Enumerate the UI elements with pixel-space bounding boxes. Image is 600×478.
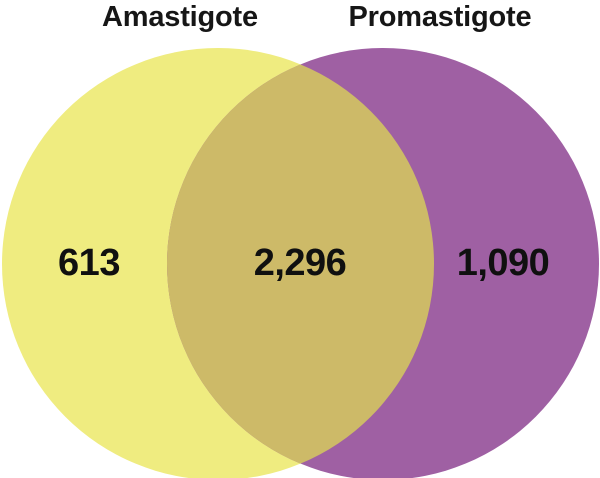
count-promastigote-only: 1,090 bbox=[456, 242, 550, 284]
count-amastigote-only: 613 bbox=[58, 242, 120, 284]
set-intersection-region bbox=[167, 48, 434, 478]
set-title-promastigote: Promastigote bbox=[348, 1, 532, 33]
set-title-amastigote: Amastigote bbox=[102, 1, 258, 33]
count-intersection: 2,296 bbox=[253, 242, 347, 284]
